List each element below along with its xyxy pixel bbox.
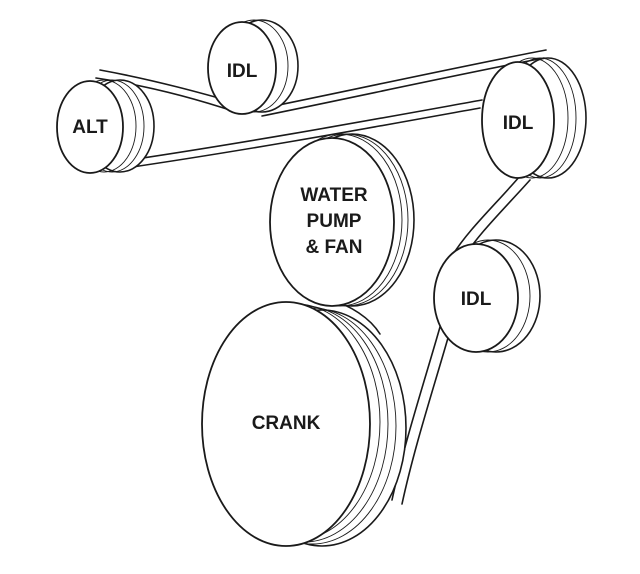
- top-idler-pulley: IDL: [207, 19, 299, 115]
- lower-idler-label: IDL: [461, 289, 492, 310]
- water-pump-label-line-1: WATER: [300, 185, 367, 206]
- right-idler-pulley: IDL: [481, 57, 587, 179]
- top-idler-label: IDL: [227, 61, 258, 82]
- alternator-label: ALT: [72, 117, 108, 138]
- water-pump-label-line-2: PUMP: [307, 211, 362, 232]
- crank-label: CRANK: [252, 413, 321, 434]
- right-idler-label: IDL: [503, 113, 534, 134]
- alternator-pulley: ALT: [56, 79, 155, 174]
- water-pump-label-line-3: & FAN: [306, 237, 363, 258]
- crank-pulley: CRANK: [201, 301, 407, 547]
- water-pump-pulley: WATER PUMP & FAN: [269, 133, 415, 307]
- lower-idler-pulley: IDL: [433, 239, 541, 353]
